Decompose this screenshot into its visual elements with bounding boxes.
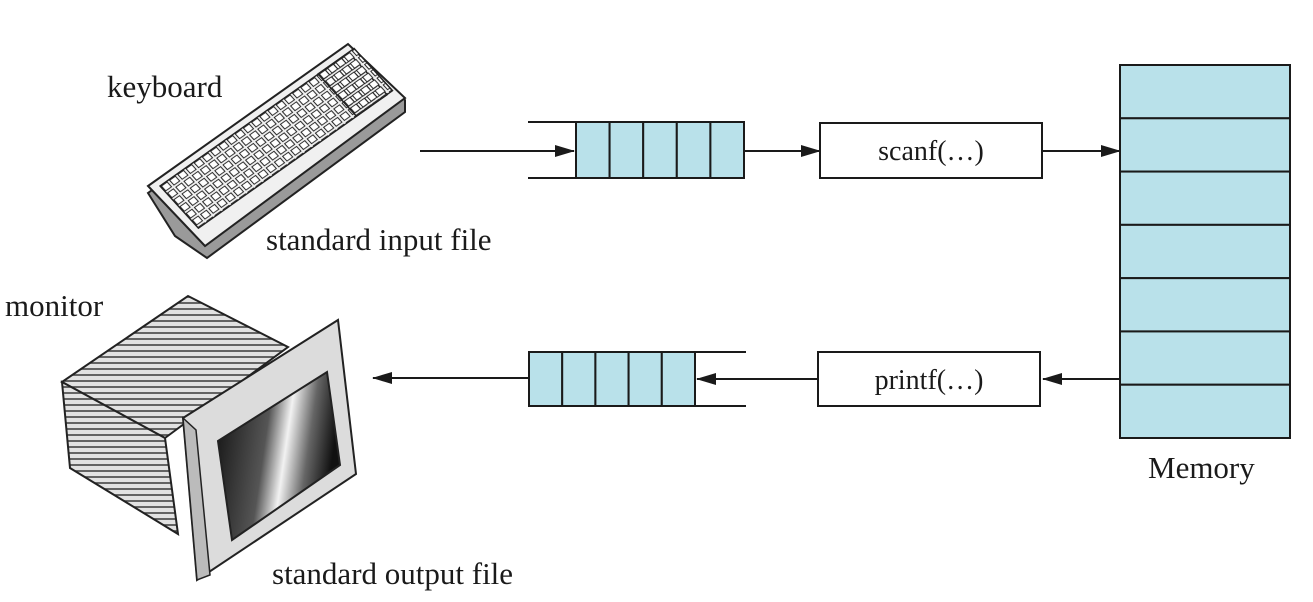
printf-label: printf(…): [875, 365, 984, 396]
memory-cell: [1119, 117, 1291, 173]
memory-cell: [1119, 223, 1291, 280]
input-buffer-cell: [608, 121, 645, 179]
memory-label: Memory: [1148, 450, 1255, 485]
input-buffer-cell: [709, 121, 746, 179]
input-buffer-cell: [575, 121, 611, 179]
output-buffer-cell: [660, 351, 696, 407]
output-buffer-cells: [528, 351, 696, 407]
standard-output-file-label: standard output file: [272, 556, 513, 591]
keyboard-label: keyboard: [107, 69, 223, 104]
memory-cell: [1119, 330, 1291, 386]
memory-cell: [1119, 383, 1291, 440]
memory-cell: [1119, 277, 1291, 333]
output-buffer-cell: [561, 351, 597, 407]
memory-cell: [1119, 170, 1291, 226]
scanf-label: scanf(…): [878, 136, 984, 167]
output-buffer-cell: [528, 351, 564, 407]
input-buffer-cell: [675, 121, 712, 179]
monitor-label: monitor: [5, 288, 104, 323]
input-buffer-cell: [642, 121, 678, 179]
memory-block: [1119, 64, 1291, 440]
output-buffer-cell: [594, 351, 630, 407]
input-buffer: [528, 121, 746, 179]
keyboard-icon: [146, 42, 407, 260]
printf-box-frame: [817, 351, 1041, 407]
output-buffer-cell: [627, 351, 663, 407]
memory-cell: [1119, 64, 1291, 120]
output-buffer: [528, 351, 746, 407]
scanf-box: scanf(…): [819, 122, 1043, 179]
monitor-icon: [60, 294, 358, 582]
standard-input-file-label: standard input file: [266, 222, 492, 257]
input-buffer-cells: [575, 121, 746, 179]
printf-box: printf(…): [817, 351, 1041, 407]
